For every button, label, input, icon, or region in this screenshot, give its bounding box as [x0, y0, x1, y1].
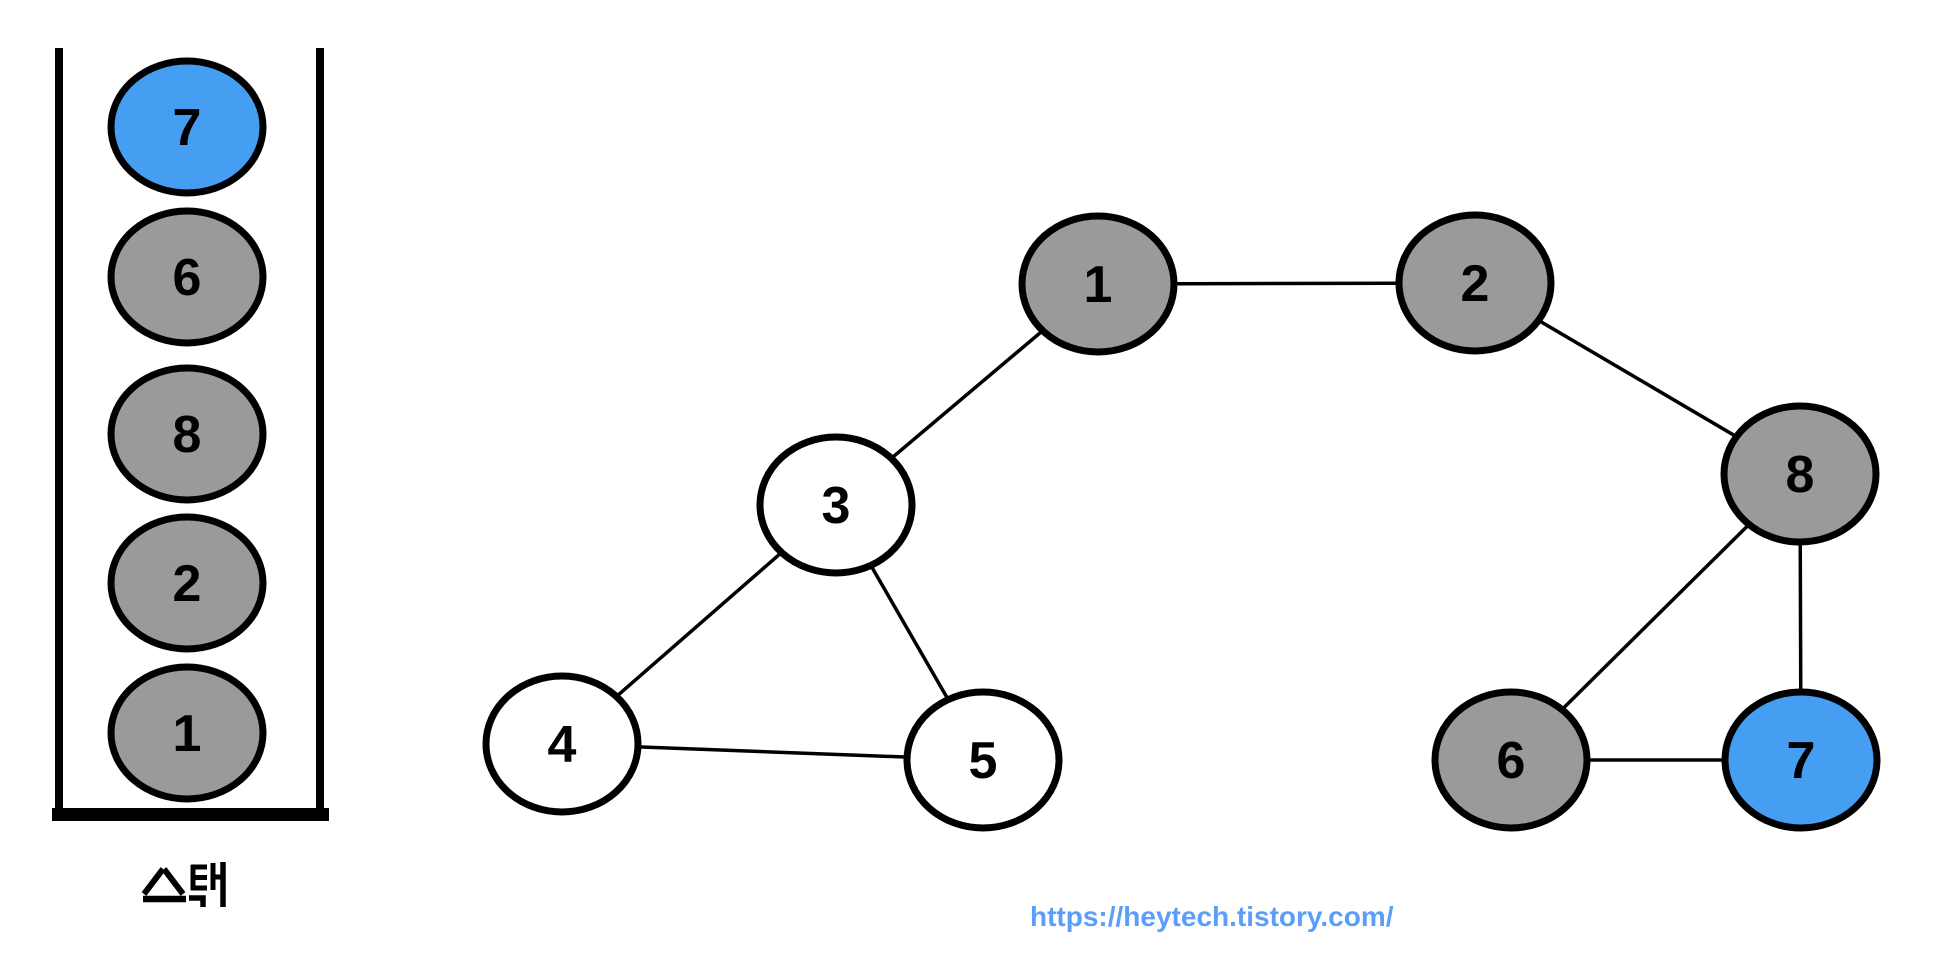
- graph-node-5: 5: [903, 688, 1063, 832]
- graph-node-8: 8: [1720, 402, 1880, 546]
- graph-node-circle: [1395, 211, 1555, 355]
- graph-node-3: 3: [756, 433, 916, 577]
- graph-node-label: 7: [1787, 732, 1816, 790]
- graph-node-2: 2: [1395, 211, 1555, 355]
- stack-item-1: 1: [107, 663, 267, 803]
- stack-base: [52, 808, 329, 821]
- graph-node-circle: [1018, 212, 1178, 356]
- graph-node-label: 8: [1786, 446, 1815, 504]
- graph-node-label: 2: [1461, 255, 1490, 313]
- graph-node-label: 3: [822, 477, 851, 535]
- stack-item-label: 6: [173, 249, 202, 307]
- graph-node-7: 7: [1721, 688, 1881, 832]
- stack-item-circle: [107, 207, 267, 347]
- graph-node-circle: [1431, 688, 1591, 832]
- stack-item-8: 8: [107, 364, 267, 504]
- stack-item-7: 7: [107, 57, 267, 197]
- stack-item-label: 7: [173, 99, 202, 157]
- stack-item-circle: [107, 663, 267, 803]
- stack-item-2: 2: [107, 513, 267, 653]
- graph-node-circle: [903, 688, 1063, 832]
- stack-caption: 스택: [141, 862, 226, 907]
- graph: 1 2 3 4 5 6 7 8: [482, 211, 1881, 832]
- graph-node-circle: [1720, 402, 1880, 546]
- graph-node-4: 4: [482, 672, 642, 816]
- graph-node-label: 6: [1497, 732, 1526, 790]
- stack-item-label: 2: [173, 555, 202, 613]
- graph-node-label: 1: [1084, 256, 1113, 314]
- stack-item-label: 8: [173, 406, 202, 464]
- caption-stroke: [141, 867, 166, 896]
- graph-node-circle: [756, 433, 916, 577]
- stack-wall-left: [55, 48, 63, 820]
- caption-stroke: [161, 867, 186, 896]
- stack-item-circle: [107, 364, 267, 504]
- stack-item-circle: [107, 513, 267, 653]
- graph-node-6: 6: [1431, 688, 1591, 832]
- stack-item-label: 1: [173, 705, 202, 763]
- graph-node-circle: [482, 672, 642, 816]
- graph-node-label: 5: [969, 732, 998, 790]
- stack-item-circle: [107, 57, 267, 197]
- graph-node-circle: [1721, 688, 1881, 832]
- graph-node-label: 4: [548, 716, 577, 774]
- site-url: https://heytech.tistory.com/: [1030, 901, 1394, 932]
- stack-item-6: 6: [107, 207, 267, 347]
- caption-stroke: [189, 895, 206, 907]
- graph-node-1: 1: [1018, 212, 1178, 356]
- stack-container: 7 6 8 2 1: [52, 48, 329, 821]
- stack-wall-right: [316, 48, 324, 820]
